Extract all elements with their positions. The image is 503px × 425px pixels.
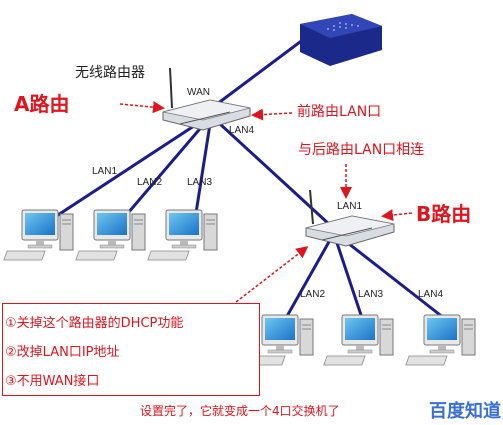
lan3-a-label: LAN3 [187,177,213,188]
cable-lan1-b [284,238,332,320]
lan4-a-label: LAN4 [229,125,255,136]
watermark-logo: 百度知道 [429,401,501,422]
arrow-notes [235,246,309,303]
cable-lan3-b [342,238,446,320]
cable-lan1-a [56,120,202,217]
lan2-b-label: LAN2 [300,289,326,300]
router-a-label: A路由 [14,92,70,116]
router-b-label: B路由 [416,202,472,226]
cable-lan2-b [334,238,364,320]
computer-icon-a3 [147,209,218,261]
computer-icon-b2 [323,314,394,366]
wan-label: WAN [187,87,210,98]
arrow-router-b [381,209,413,222]
lan4-b-label: LAN4 [418,289,444,300]
cable-modem-to-router-a [203,34,310,115]
lan2-a-label: LAN2 [137,177,163,188]
wireless-router-label: 无线路由器 [75,65,145,81]
connect-back-label: 与后路由LAN口相连 [298,142,425,158]
cable-lan2-a [126,122,206,215]
lan1-b-label: LAN1 [337,201,363,212]
instruction-notes-box: ①关掉这个路由器的DHCP功能 ②改掉LAN口IP地址 ③不用WAN接口 [2,303,260,396]
arrow-front-lan [251,108,293,121]
modem-icon [300,14,382,66]
note-disable-dhcp: ①关掉这个路由器的DHCP功能 [5,316,184,331]
bottom-caption: 设置完了，它就变成一个4口交换机了 [140,404,340,418]
cable-lan3-a [194,122,212,215]
router-b-icon [305,189,395,247]
lan3-b-label: LAN3 [358,289,384,300]
computer-icon-a2 [75,209,146,261]
computer-icon-a1 [3,209,74,261]
front-lan-label: 前路由LAN口 [297,104,382,120]
note-no-wan: ③不用WAN接口 [5,374,100,389]
cables [56,34,446,320]
arrow-router-a [119,101,165,114]
computer-icon-b3 [405,314,476,366]
lan1-a-label: LAN1 [92,166,118,177]
cable-lan4-a-to-router-b [218,122,332,227]
router-a-icon [162,67,251,131]
note-change-lan-ip: ②改掉LAN口IP地址 [5,345,120,360]
